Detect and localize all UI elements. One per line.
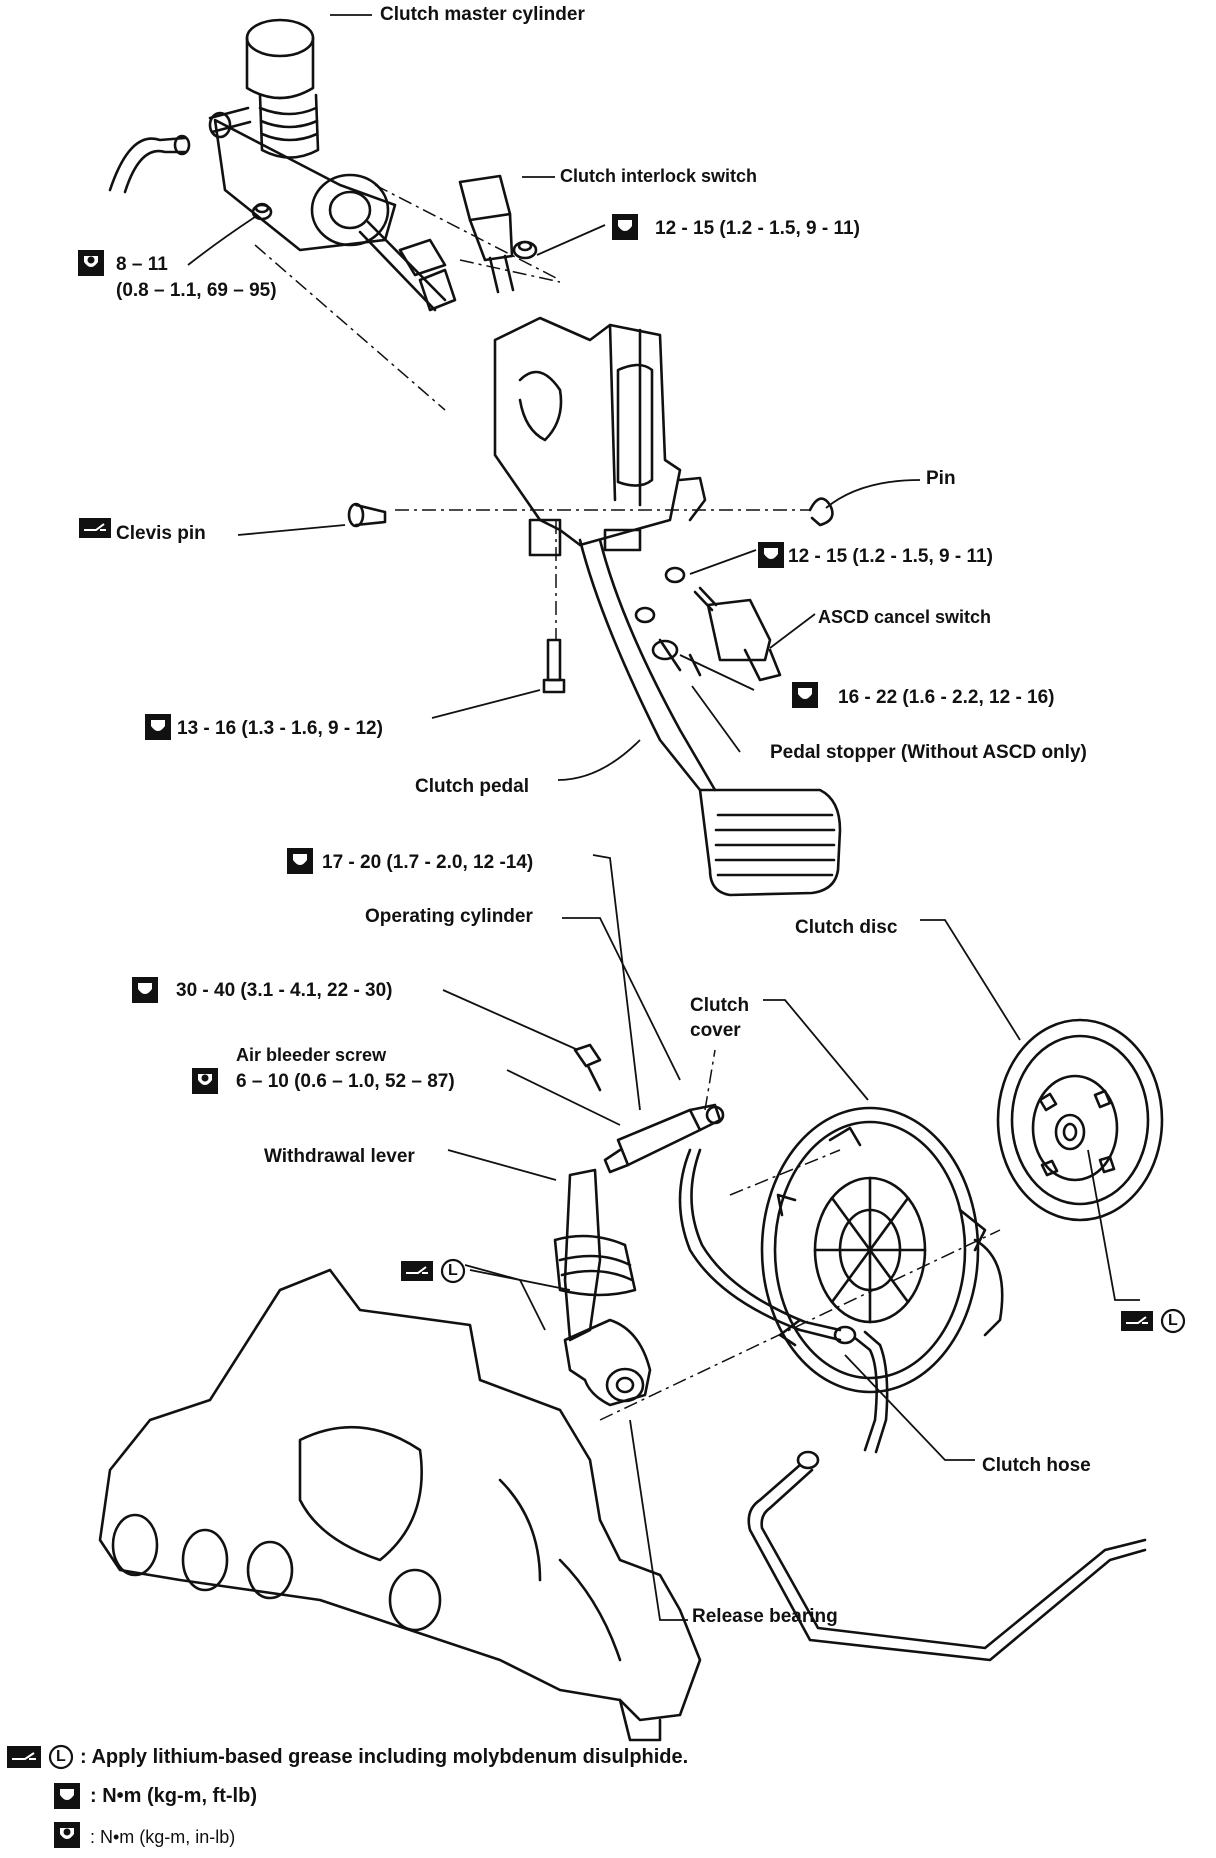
clutch-disc-drawing (996, 1018, 1164, 1222)
grease-letter: L (1168, 1312, 1178, 1329)
label-clutch-hose: Clutch hose (982, 1455, 1091, 1476)
clutch-pedal-drawing (578, 538, 842, 897)
label-housing-torque: 30 - 40 (3.1 - 4.1, 22 - 30) (176, 980, 393, 1001)
label-master-torque: 8 – 11 (116, 254, 168, 275)
label-master-torque-values: (0.8 – 1.1, 69 – 95) (116, 280, 277, 301)
label-clutch-disc: Clutch disc (795, 917, 898, 938)
label-pin-torque: 12 - 15 (1.2 - 1.5, 9 - 11) (788, 546, 993, 567)
torque-inlb-icon (54, 1822, 80, 1848)
operating-cylinder-drawing (573, 1043, 725, 1174)
label-withdrawal-lever: Withdrawal lever (264, 1146, 415, 1167)
grease-icon (1121, 1311, 1153, 1331)
transmission-housing-drawing (98, 1268, 702, 1742)
torque-inlb-icon (78, 250, 104, 276)
label-master-cylinder: Clutch master cylinder (380, 4, 585, 25)
label-ascd-torque: 16 - 22 (1.6 - 2.2, 12 - 16) (838, 687, 1055, 708)
pin-drawing (808, 497, 834, 527)
label-air-bleeder: Air bleeder screw (236, 1045, 387, 1065)
legend-torque-ftlb: : N•m (kg-m, ft-lb) (90, 1785, 257, 1807)
torque-wrench-icon (287, 848, 313, 874)
legend-grease-text: : Apply lithium-based grease including m… (80, 1746, 689, 1768)
torque-inlb-icon (192, 1068, 218, 1094)
label-clevis-pin: Clevis pin (116, 523, 206, 544)
ascd-switch-drawing (634, 566, 782, 682)
grease-letter-icon (48, 1744, 74, 1770)
clutch-cover-drawing (760, 1106, 1004, 1394)
grease-icon (7, 1746, 41, 1768)
torque-wrench-icon (54, 1783, 80, 1809)
grease-letter-icon (440, 1258, 466, 1284)
grease-icon (401, 1261, 433, 1281)
clutch-hose-drawing (678, 1148, 1147, 1662)
label-interlock-switch: Clutch interlock switch (560, 166, 758, 186)
master-cylinder-drawing (108, 18, 457, 312)
label-opcyl-torque: 17 - 20 (1.7 - 2.0, 12 -14) (322, 852, 534, 873)
grease-letter: L (448, 1262, 458, 1279)
label-operating-cylinder: Operating cylinder (365, 906, 533, 927)
bracket-bolt-drawing (542, 638, 566, 694)
interlock-switch-drawing (458, 174, 538, 294)
torque-wrench-icon (758, 542, 784, 568)
grease-letter-icon (1160, 1308, 1186, 1334)
withdrawal-lever-drawing (553, 1168, 652, 1407)
label-clutch-pedal: Clutch pedal (415, 776, 530, 797)
label-ascd-switch: ASCD cancel switch (818, 607, 992, 627)
label-clutch-cover: Clutch (690, 995, 750, 1016)
grease-icon (79, 518, 111, 538)
torque-wrench-icon (145, 714, 171, 740)
label-clutch-cover-2: cover (690, 1020, 741, 1041)
label-pin: Pin (926, 468, 956, 489)
label-release-bearing: Release bearing (692, 1606, 838, 1627)
torque-wrench-icon (612, 214, 638, 240)
label-interlock-torque: 12 - 15 (1.2 - 1.5, 9 - 11) (655, 218, 860, 239)
legend-torque-inlb: : N•m (kg-m, in-lb) (90, 1827, 236, 1847)
clevis-pin-drawing (347, 502, 387, 528)
label-bracket-torque: 13 - 16 (1.3 - 1.6, 9 - 12) (177, 718, 383, 739)
legend-grease-letter: L (56, 1748, 66, 1765)
pedal-bracket-drawing (493, 316, 707, 557)
label-bleeder-torque: 6 – 10 (0.6 – 1.0, 52 – 87) (236, 1071, 455, 1092)
torque-wrench-icon (132, 977, 158, 1003)
label-pedal-stopper: Pedal stopper (Without ASCD only) (770, 742, 1087, 763)
torque-wrench-icon (792, 682, 818, 708)
